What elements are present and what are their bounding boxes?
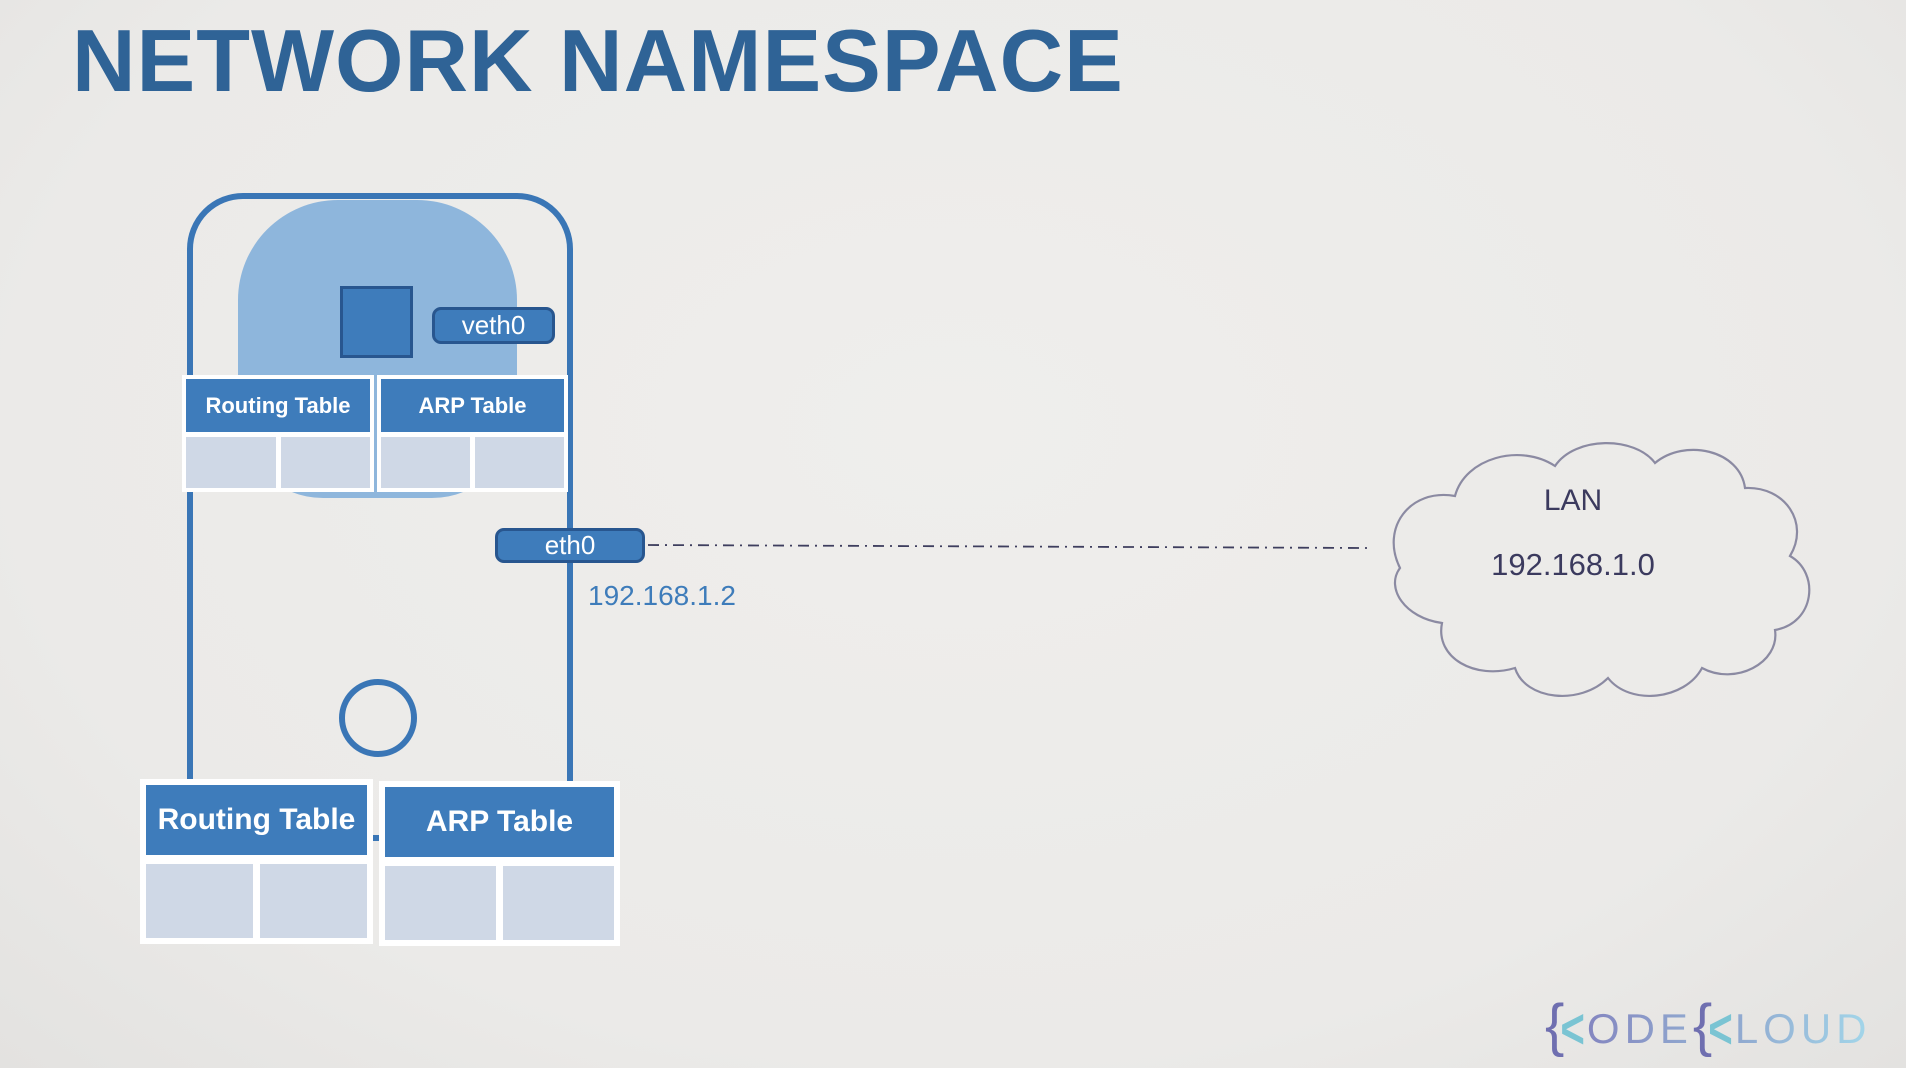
table-row [186, 437, 370, 488]
table-cell [381, 437, 470, 488]
veth0-interface-label: veth0 [432, 307, 555, 344]
table-header: ARP Table [381, 379, 564, 432]
kodekloud-logo: { < ODE { < LOUD [1545, 993, 1872, 1061]
table-cell [260, 864, 367, 938]
table-header: Routing Table [186, 379, 370, 432]
table-cell [385, 866, 496, 940]
table-row [385, 866, 614, 940]
table-header: Routing Table [146, 785, 367, 855]
loopback-circle [339, 679, 417, 757]
logo-word: LOUD [1734, 1005, 1872, 1052]
table-cell [280, 437, 370, 488]
eth0-interface-label: eth0 [495, 528, 645, 563]
host-routing-table: Routing Table [140, 779, 373, 944]
table-row [146, 864, 367, 938]
table-row [381, 437, 564, 488]
logo-k-chevron-icon: < [1708, 996, 1733, 1061]
lan-cloud-icon [1392, 442, 1811, 697]
host-arp-table: ARP Table [379, 781, 620, 946]
table-cell [186, 437, 276, 488]
logo-brace-icon: { [1545, 993, 1565, 1058]
lan-label: LAN [1543, 484, 1603, 517]
page-title: NETWORK NAMESPACE [72, 11, 1124, 110]
table-cell [475, 437, 564, 488]
logo-word: ODE [1586, 1005, 1693, 1052]
logo-k-chevron-icon: < [1560, 996, 1585, 1061]
namespace-process-square [340, 286, 413, 358]
table-cell [146, 864, 253, 938]
namespace-routing-table: Routing Table [182, 375, 374, 492]
table-header: ARP Table [385, 787, 614, 857]
table-cell [503, 866, 614, 940]
logo-brace-icon: { [1692, 993, 1713, 1058]
namespace-arp-table: ARP Table [377, 375, 568, 492]
eth0-ip-address: 192.168.1.2 [588, 580, 736, 611]
lan-network-address: 192.168.1.0 [1491, 547, 1655, 582]
